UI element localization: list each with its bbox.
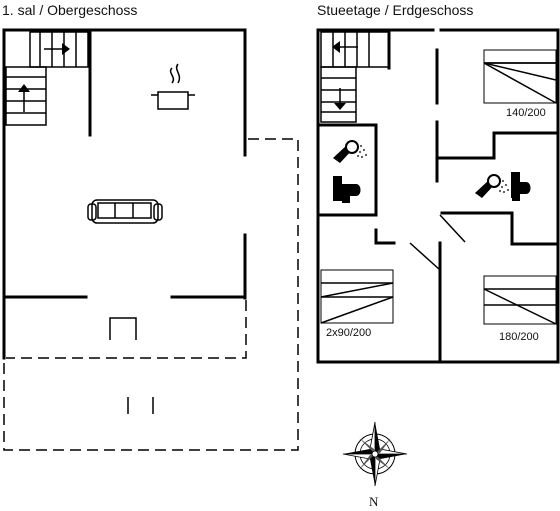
shower-icon <box>333 140 368 163</box>
compass-rose-icon <box>342 421 408 487</box>
door-swing-1 <box>409 242 441 271</box>
ground-bathroom-right-wall <box>440 211 560 246</box>
bed-top-right: 140/200 <box>483 49 557 119</box>
kitchen-pot-icon <box>151 63 195 110</box>
fireplace-symbol <box>109 317 137 340</box>
toilet-icon <box>511 172 531 201</box>
ground-bathroom-left-wall <box>316 123 378 217</box>
stair-arrow-icon <box>18 84 30 112</box>
bed-bottom-right: 180/200 <box>483 275 557 343</box>
door-swing-2 <box>439 214 466 243</box>
dashed-outline-lower <box>6 300 247 359</box>
ground-outer-wall <box>316 28 560 364</box>
upper-outer-wall <box>2 28 247 360</box>
ground-floor-title: Stueetage / Erdgeschoss <box>317 2 473 18</box>
upper-floor-plan <box>2 28 299 451</box>
upper-stairs <box>5 31 89 126</box>
bed-size-label: 2x90/200 <box>326 327 371 339</box>
ground-stairs <box>320 30 391 123</box>
bed-size-label: 180/200 <box>499 331 539 343</box>
dashed-outline-right <box>3 138 299 451</box>
shower-icon <box>475 174 510 198</box>
ground-floor-plan: 140/200 2x90/200 180/200 <box>316 28 560 364</box>
toilet-icon <box>333 176 361 203</box>
compass-north-label: N <box>369 494 379 509</box>
bed-size-label: 140/200 <box>506 107 546 119</box>
bed-bottom-left: 2x90/200 <box>320 269 394 339</box>
stair-arrow-icon <box>334 88 346 110</box>
sofa-icon <box>87 199 163 224</box>
stair-arrow-icon <box>332 41 358 53</box>
upper-floor-title: 1. sal / Obergeschoss <box>2 2 137 18</box>
stair-arrow-icon <box>44 43 70 55</box>
ground-bedroom-top-wall <box>438 131 560 160</box>
